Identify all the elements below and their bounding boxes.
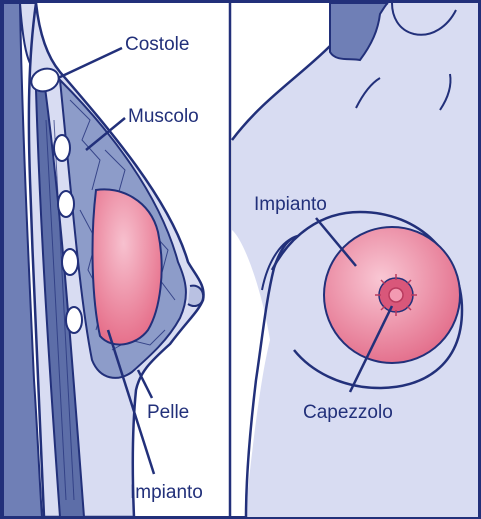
- leader-ribs: [58, 48, 122, 78]
- front-view-panel: Impianto Capezzolo: [232, 3, 478, 517]
- label-muscle: Muscolo: [128, 106, 199, 127]
- nipple: [389, 288, 403, 302]
- leader-skin: [138, 370, 152, 398]
- label-skin: Pelle: [147, 402, 189, 423]
- nipple-side-view: [188, 286, 203, 306]
- label-ribs: Costole: [125, 34, 189, 55]
- rib: [58, 191, 74, 217]
- rib: [62, 249, 78, 275]
- cross-section-panel: Costole Muscolo Pelle Impianto: [3, 3, 204, 517]
- label-nipple: Capezzolo: [303, 402, 393, 423]
- rib: [54, 135, 70, 161]
- label-implant-left: Impianto: [130, 482, 203, 503]
- label-implant-right: Impianto: [254, 194, 327, 215]
- rib: [66, 307, 82, 333]
